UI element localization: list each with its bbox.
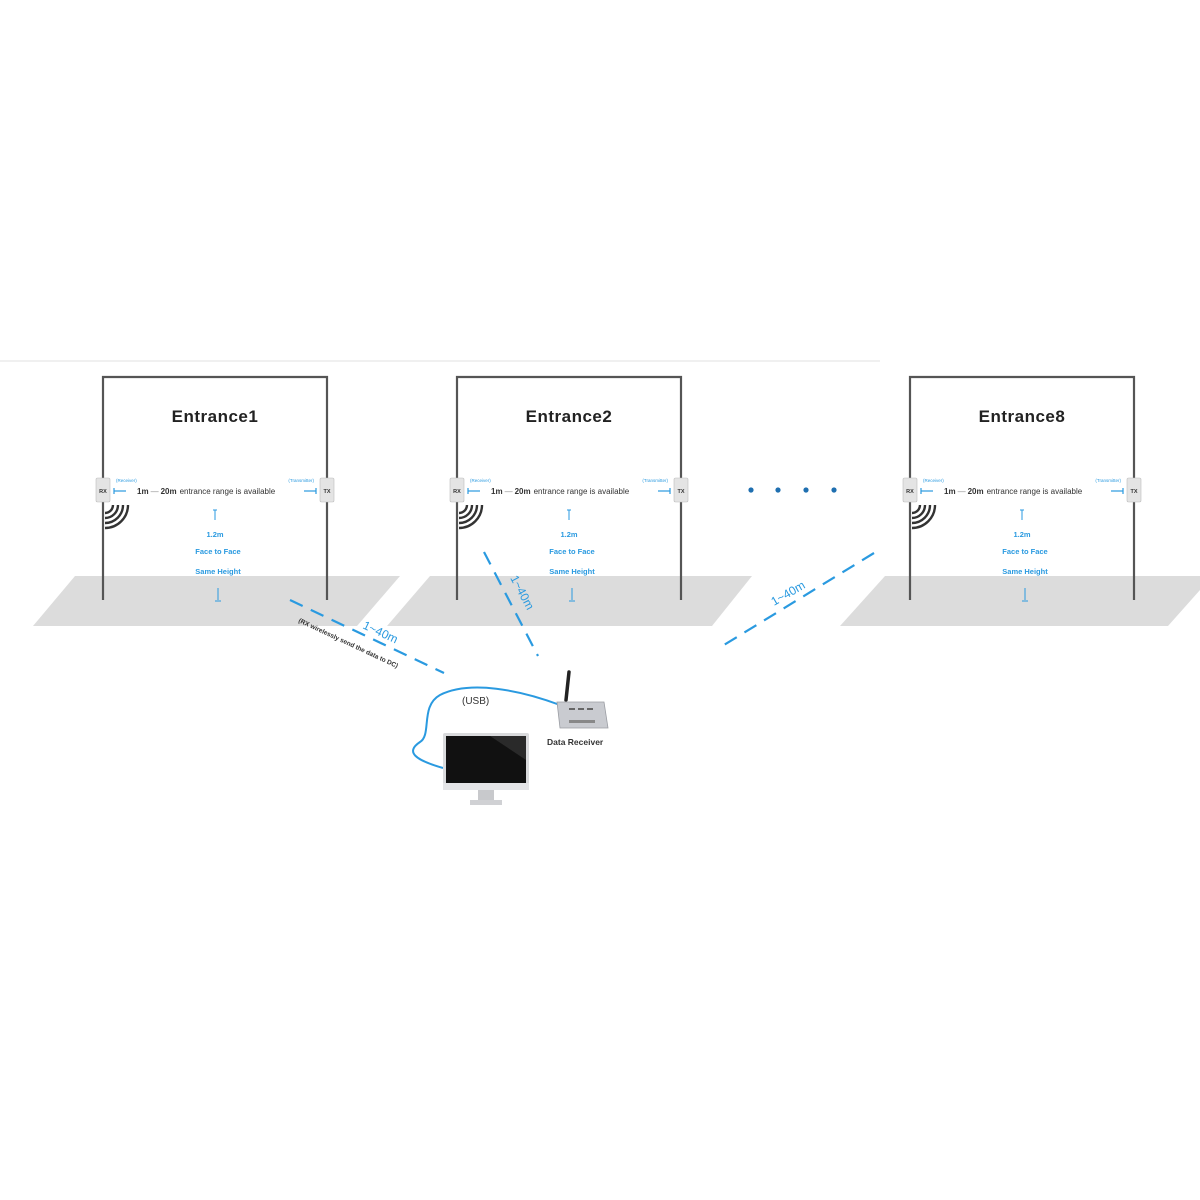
rx-label: RX (99, 489, 107, 495)
monitor-base (470, 800, 502, 805)
face-to-face-label: Face to Face (195, 547, 240, 556)
signal-wave (911, 504, 927, 520)
link-distance-label: 1~40m (769, 578, 808, 609)
usb-label: (USB) (462, 696, 489, 707)
tx-label: TX (323, 489, 330, 495)
tx-transmitter-box (673, 477, 689, 503)
receiver-caption: (Receiver) (923, 478, 944, 483)
receiver-box (556, 701, 609, 729)
height-label: 1.2m (560, 530, 577, 539)
signal-wave (911, 504, 932, 525)
dashed-link-line (483, 551, 539, 657)
receiver-led (578, 708, 584, 710)
range-description: entrance range is available (987, 487, 1083, 496)
range-max: 20m (515, 487, 531, 496)
wireless-signal-icon (104, 504, 130, 530)
range-min: 1m (137, 487, 149, 496)
signal-wave (458, 504, 469, 515)
data-receiver-device: Data Receiver (547, 670, 609, 747)
receiver-caption: (Receiver) (470, 478, 491, 483)
transmitter-caption: (Transmitter) (288, 478, 314, 483)
receiver-led (587, 708, 593, 710)
signal-wave (104, 504, 120, 520)
entrance-title: Entrance8 (979, 407, 1066, 426)
signal-wave (911, 504, 922, 515)
monitor-stand (478, 790, 494, 800)
rx-receiver-box (902, 477, 918, 503)
signal-wave (458, 504, 479, 525)
height-label: 1.2m (1013, 530, 1030, 539)
signal-wave (911, 504, 937, 530)
floor-entrance8 (840, 576, 1200, 626)
same-height-label: Same Height (195, 567, 241, 576)
range-separator: — (151, 487, 159, 496)
receiver-led (569, 708, 575, 710)
range-separator: — (958, 487, 966, 496)
receiver-slot (569, 720, 595, 723)
rx-receiver-box (95, 477, 111, 503)
signal-wave (104, 504, 125, 525)
entrance-title: Entrance2 (526, 407, 613, 426)
tx-label: TX (677, 489, 684, 495)
rx-label: RX (453, 489, 461, 495)
wireless-signal-icon (458, 504, 484, 530)
signal-wave (458, 504, 484, 530)
signal-wave (458, 504, 474, 520)
range-min: 1m (944, 487, 956, 496)
wireless-signal-icon (911, 504, 937, 530)
dashed-link-line (289, 599, 445, 674)
tx-label: TX (1130, 489, 1137, 495)
monitor-chin (443, 783, 529, 790)
screen-reflection (490, 736, 526, 760)
computer-monitor-icon (443, 733, 529, 805)
ellipsis-dot (831, 487, 837, 493)
ellipsis-dot (775, 487, 781, 493)
entrance-title: Entrance1 (172, 407, 259, 426)
face-to-face-label: Face to Face (549, 547, 594, 556)
data-receiver-label: Data Receiver (547, 737, 604, 747)
ellipsis-dot (748, 487, 754, 493)
wireless-link-entrance8: 1~40m (723, 552, 875, 646)
rx-receiver-box (449, 477, 465, 503)
face-to-face-label: Face to Face (1002, 547, 1047, 556)
range-description: entrance range is available (180, 487, 276, 496)
antenna-icon (564, 670, 571, 702)
tx-transmitter-box (1126, 477, 1142, 503)
same-height-label: Same Height (549, 567, 595, 576)
receiver-caption: (Receiver) (116, 478, 137, 483)
range-separator: — (505, 487, 513, 496)
signal-wave (104, 504, 130, 530)
range-max: 20m (161, 487, 177, 496)
usb-cable (412, 686, 561, 769)
ellipsis-dot (803, 487, 809, 493)
same-height-label: Same Height (1002, 567, 1048, 576)
range-description: entrance range is available (534, 487, 630, 496)
transmitter-caption: (Transmitter) (642, 478, 668, 483)
height-label: 1.2m (206, 530, 223, 539)
signal-wave (104, 504, 115, 515)
range-max: 20m (968, 487, 984, 496)
dashed-link-line (723, 552, 875, 646)
tx-transmitter-box (319, 477, 335, 503)
more-entrances-ellipsis (748, 487, 837, 493)
rx-label: RX (906, 489, 914, 495)
transmitter-caption: (Transmitter) (1095, 478, 1121, 483)
range-min: 1m (491, 487, 503, 496)
